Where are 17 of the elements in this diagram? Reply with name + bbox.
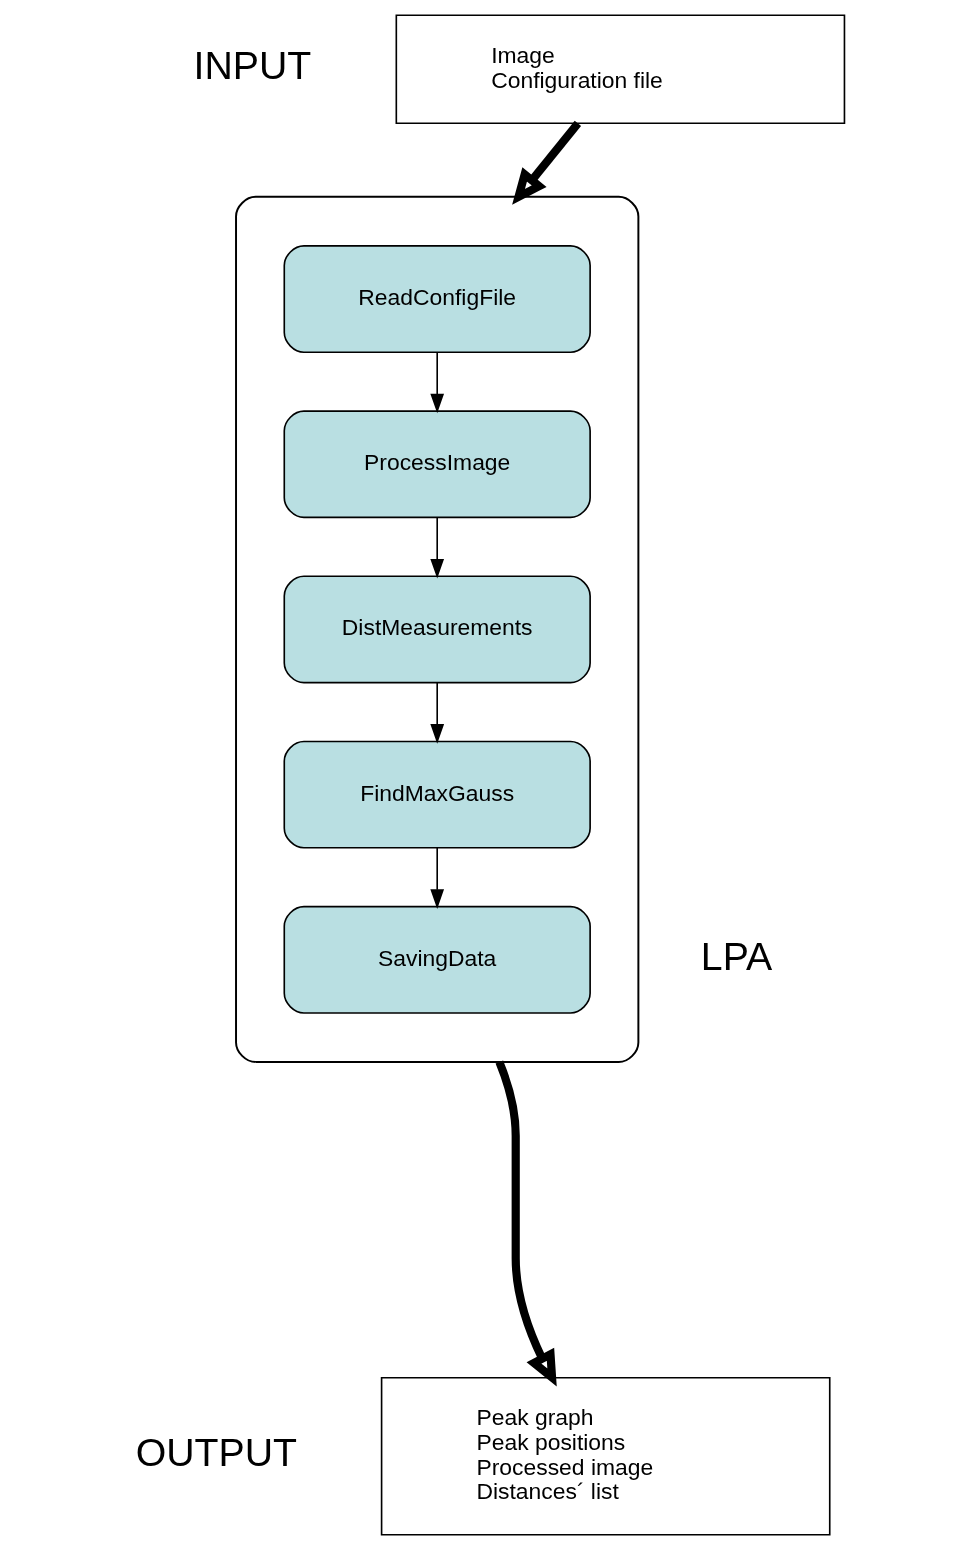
node-label: OUTPUT xyxy=(135,1430,297,1475)
arrow xyxy=(495,1060,557,1387)
node-box: FindMaxGauss xyxy=(282,740,591,849)
cluster xyxy=(234,195,639,1063)
node-label: INPUT xyxy=(193,43,311,88)
node-box: Image Configuration file xyxy=(395,14,845,125)
node-box: Peak graph Peak positions Processed image Distances´ list xyxy=(380,1376,831,1536)
node-box: ProcessImage xyxy=(282,410,591,519)
arrow xyxy=(429,847,444,909)
arrow xyxy=(429,351,444,414)
node-box: DistMeasurements xyxy=(282,575,591,684)
node-label: LPA xyxy=(700,933,772,978)
node-box: ReadConfigFile xyxy=(282,245,591,354)
arrow xyxy=(429,516,444,579)
arrow xyxy=(511,120,581,205)
node-box: SavingData xyxy=(282,905,591,1014)
arrow xyxy=(429,681,444,744)
